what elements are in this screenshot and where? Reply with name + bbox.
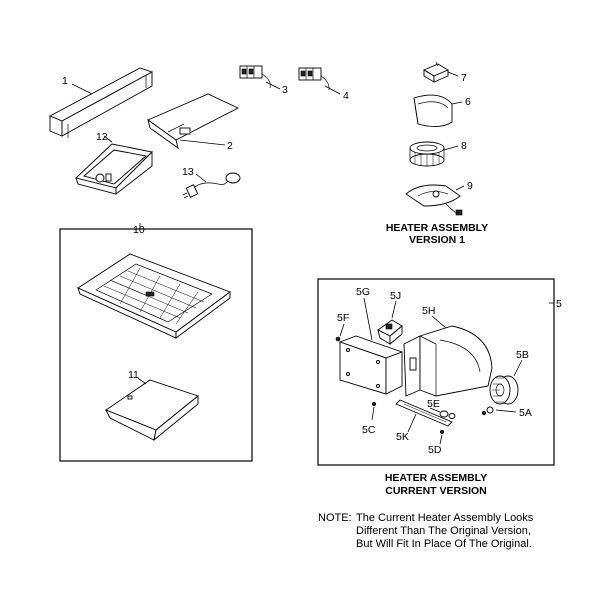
label-part-5H: 5H (422, 305, 435, 317)
part-5D-screw (439, 429, 445, 445)
part-7-thermostat (423, 61, 459, 83)
label-part-10: 10 (133, 224, 145, 236)
label-part-5A: 5A (519, 407, 532, 419)
part-1-duct-bracket (48, 67, 154, 138)
label-part-5D: 5D (428, 444, 442, 456)
part-9-motor-plate (405, 184, 465, 216)
label-part-12: 12 (96, 131, 108, 143)
label-part-13: 13 (182, 166, 194, 178)
box-grille-assembly (59, 228, 253, 462)
part-5F-screw (335, 323, 345, 342)
part-8-blower-wheel (409, 141, 459, 167)
part-2-damper-plate (147, 93, 240, 150)
part-5G-heater-plate (338, 297, 404, 395)
part-5H-motor-housing (403, 315, 493, 397)
label-part-5J: 5J (390, 290, 401, 302)
part-3-connector (239, 65, 281, 90)
label-part-5C: 5C (362, 424, 376, 436)
label-part-4: 4 (343, 90, 349, 102)
label-part-5E: 5E (427, 398, 440, 410)
label-part-1: 1 (62, 75, 68, 87)
part-5K-heating-element (395, 399, 453, 433)
box-heater-assembly-current (317, 278, 555, 466)
label-part-5G: 5G (356, 286, 370, 298)
part-12-housing (75, 135, 153, 195)
part-10-grille (77, 253, 231, 339)
caption-version-1-line1: HEATER ASSEMBLY (386, 222, 488, 234)
label-part-11: 11 (128, 369, 139, 381)
caption-current-version-line1: HEATER ASSEMBLY (385, 472, 487, 484)
label-part-5: 5 (556, 298, 562, 310)
part-5A-nut (481, 406, 517, 416)
label-part-2: 2 (227, 140, 233, 152)
label-part-3: 3 (282, 84, 288, 96)
note-line-2: Different Than The Original Version, (356, 525, 531, 537)
label-part-5K: 5K (396, 431, 409, 443)
part-6-blower-housing (413, 94, 463, 127)
note-prefix: NOTE: (318, 512, 352, 524)
caption-version-1-line2: VERSION 1 (409, 234, 465, 246)
label-part-5F: 5F (337, 312, 349, 324)
part-5E-spacer (429, 407, 456, 419)
part-13-power-cord (182, 172, 241, 199)
part-5J-thermostat (377, 300, 403, 345)
label-part-6: 6 (465, 96, 471, 108)
label-part-7: 7 (461, 72, 467, 84)
part-5C-screw (371, 401, 377, 421)
part-5B-blower-wheel (489, 359, 523, 405)
label-part-9: 9 (467, 180, 473, 192)
note-line-1: The Current Heater Assembly Looks (356, 512, 534, 524)
note-line-3: But Will Fit In Place Of The Original. (356, 538, 532, 550)
part-11-lens (105, 377, 199, 442)
label-part-5B: 5B (516, 349, 529, 361)
caption-current-version-line2: CURRENT VERSION (385, 485, 487, 497)
label-part-8: 8 (461, 140, 467, 152)
part-4-connector (298, 67, 341, 95)
